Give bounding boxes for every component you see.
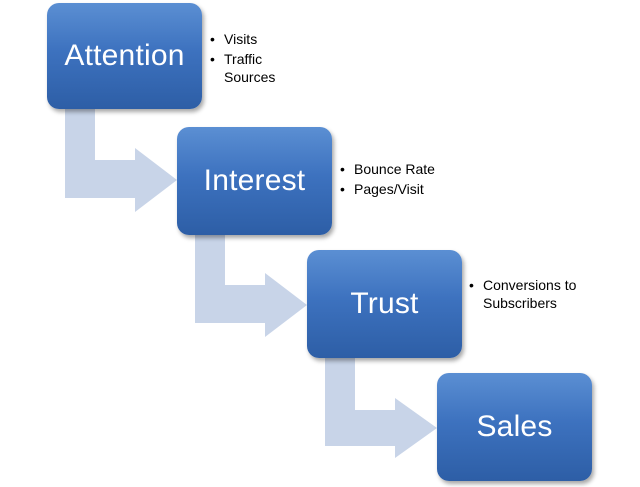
connector-arrow-3 [325,355,437,458]
stage-label-trust: Trust [350,287,419,320]
stage-box-sales: Sales [437,373,592,481]
stage-box-interest: Interest [177,127,332,235]
connector-arrow-2 [195,232,307,337]
metric-item: Conversions to Subscribers [469,276,579,312]
stage-box-attention: Attention [47,3,202,109]
metrics-list-trust: Conversions to Subscribers [469,276,579,314]
connector-arrow-1 [65,105,177,212]
metric-item: Pages/Visit [340,180,460,198]
metric-item: Traffic Sources [210,50,300,86]
metrics-list-interest: Bounce Rate Pages/Visit [340,160,460,200]
metrics-list-attention: Visits Traffic Sources [210,30,300,88]
metric-item: Visits [210,30,300,48]
stage-label-interest: Interest [203,164,306,197]
stage-label-attention: Attention [64,39,185,72]
stage-box-trust: Trust [307,250,462,358]
stage-label-sales: Sales [476,410,553,443]
metric-item: Bounce Rate [340,160,460,178]
